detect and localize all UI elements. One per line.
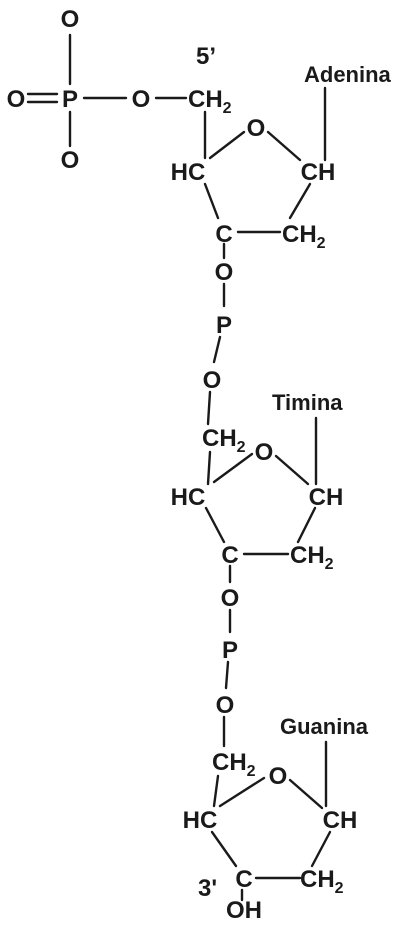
bond-hc-c-1: [203, 182, 220, 220]
atom-o-ring-2: O: [255, 439, 274, 466]
bond-hc-o-1: [208, 130, 246, 160]
phosphodiester-link-2: O P O: [216, 585, 240, 748]
bond-ch-ch2-3: [310, 830, 332, 868]
atom-o-top: O: [61, 6, 80, 33]
atom-ch-1: CH: [301, 159, 336, 186]
bond-ch2-hc-3: [212, 774, 220, 808]
bond-ch-ch2-2: [296, 506, 317, 544]
atom-hc-2: HC: [171, 484, 206, 511]
bond-ch-ch2-1: [288, 182, 312, 220]
bond-o-ch-3: [288, 778, 324, 810]
bond-ch2-hc-2: [206, 450, 212, 486]
atom-p-link-1: P: [216, 312, 232, 339]
atom-hc-3: HC: [183, 807, 218, 834]
atom-ch2-ring-2: CH2: [290, 542, 334, 573]
nucleotide-1-adenina: Adenina O HC CH C CH2: [171, 62, 392, 260]
atom-o-bottom: O: [61, 147, 80, 174]
nucleotide-2-timina: Timina CH2 O HC CH C CH2: [171, 390, 344, 584]
label-3-prime: 3': [198, 875, 217, 902]
atom-ch2-2: CH2: [202, 425, 246, 456]
bond-p-o-link-1: [212, 335, 222, 364]
bond-p-o-link-2: [224, 660, 230, 690]
atom-ch-3: CH: [323, 807, 358, 834]
bond-o-ch-2: [274, 454, 310, 486]
bond-o-ch-1: [266, 130, 302, 162]
atom-o-link-2b: O: [216, 692, 235, 719]
bond-hc-c-2: [204, 506, 226, 544]
base-label-adenina: Adenina: [304, 62, 392, 87]
bond-hc-o-2: [212, 452, 254, 484]
atom-o-ester: O: [132, 86, 151, 113]
bond-hc-o-3: [218, 776, 266, 808]
atom-p-phosphate: P: [62, 86, 78, 113]
atom-hc-1: HC: [171, 159, 206, 186]
bond-hc-c-3: [210, 830, 238, 868]
atom-o-link-2a: O: [221, 585, 240, 612]
bond-o-ch2-link-1: [206, 390, 212, 426]
base-label-guanina: Guanina: [280, 714, 369, 739]
atom-ch2-3: CH2: [212, 749, 256, 780]
nucleotide-3-guanina: Guanina CH2 O HC CH C CH2 OH 3': [183, 714, 369, 924]
phosphate-group-5-prime: O O P O O CH2 5’: [7, 6, 232, 174]
base-label-timina: Timina: [272, 390, 343, 415]
atom-ch2-ring-1: CH2: [282, 221, 326, 252]
atom-o-ring-3: O: [269, 763, 288, 790]
atom-o-link-1b: O: [203, 367, 222, 394]
atom-oh-3: OH: [226, 897, 262, 924]
label-5-prime: 5’: [196, 43, 216, 70]
atom-ch2-ring-3: CH2: [300, 866, 344, 897]
atom-p-link-2: P: [222, 637, 238, 664]
atom-o-ring-1: O: [247, 115, 266, 142]
atom-o-link-1a: O: [215, 259, 234, 286]
atom-c-1: C: [215, 221, 232, 248]
atom-ch-2: CH: [309, 484, 344, 511]
atom-c-3: C: [235, 866, 252, 893]
atom-c-2: C: [221, 542, 238, 569]
atom-ch2-5-prime: CH2: [188, 86, 232, 117]
phosphodiester-link-1: O P O: [203, 259, 234, 426]
atom-o-left: O: [7, 86, 26, 113]
